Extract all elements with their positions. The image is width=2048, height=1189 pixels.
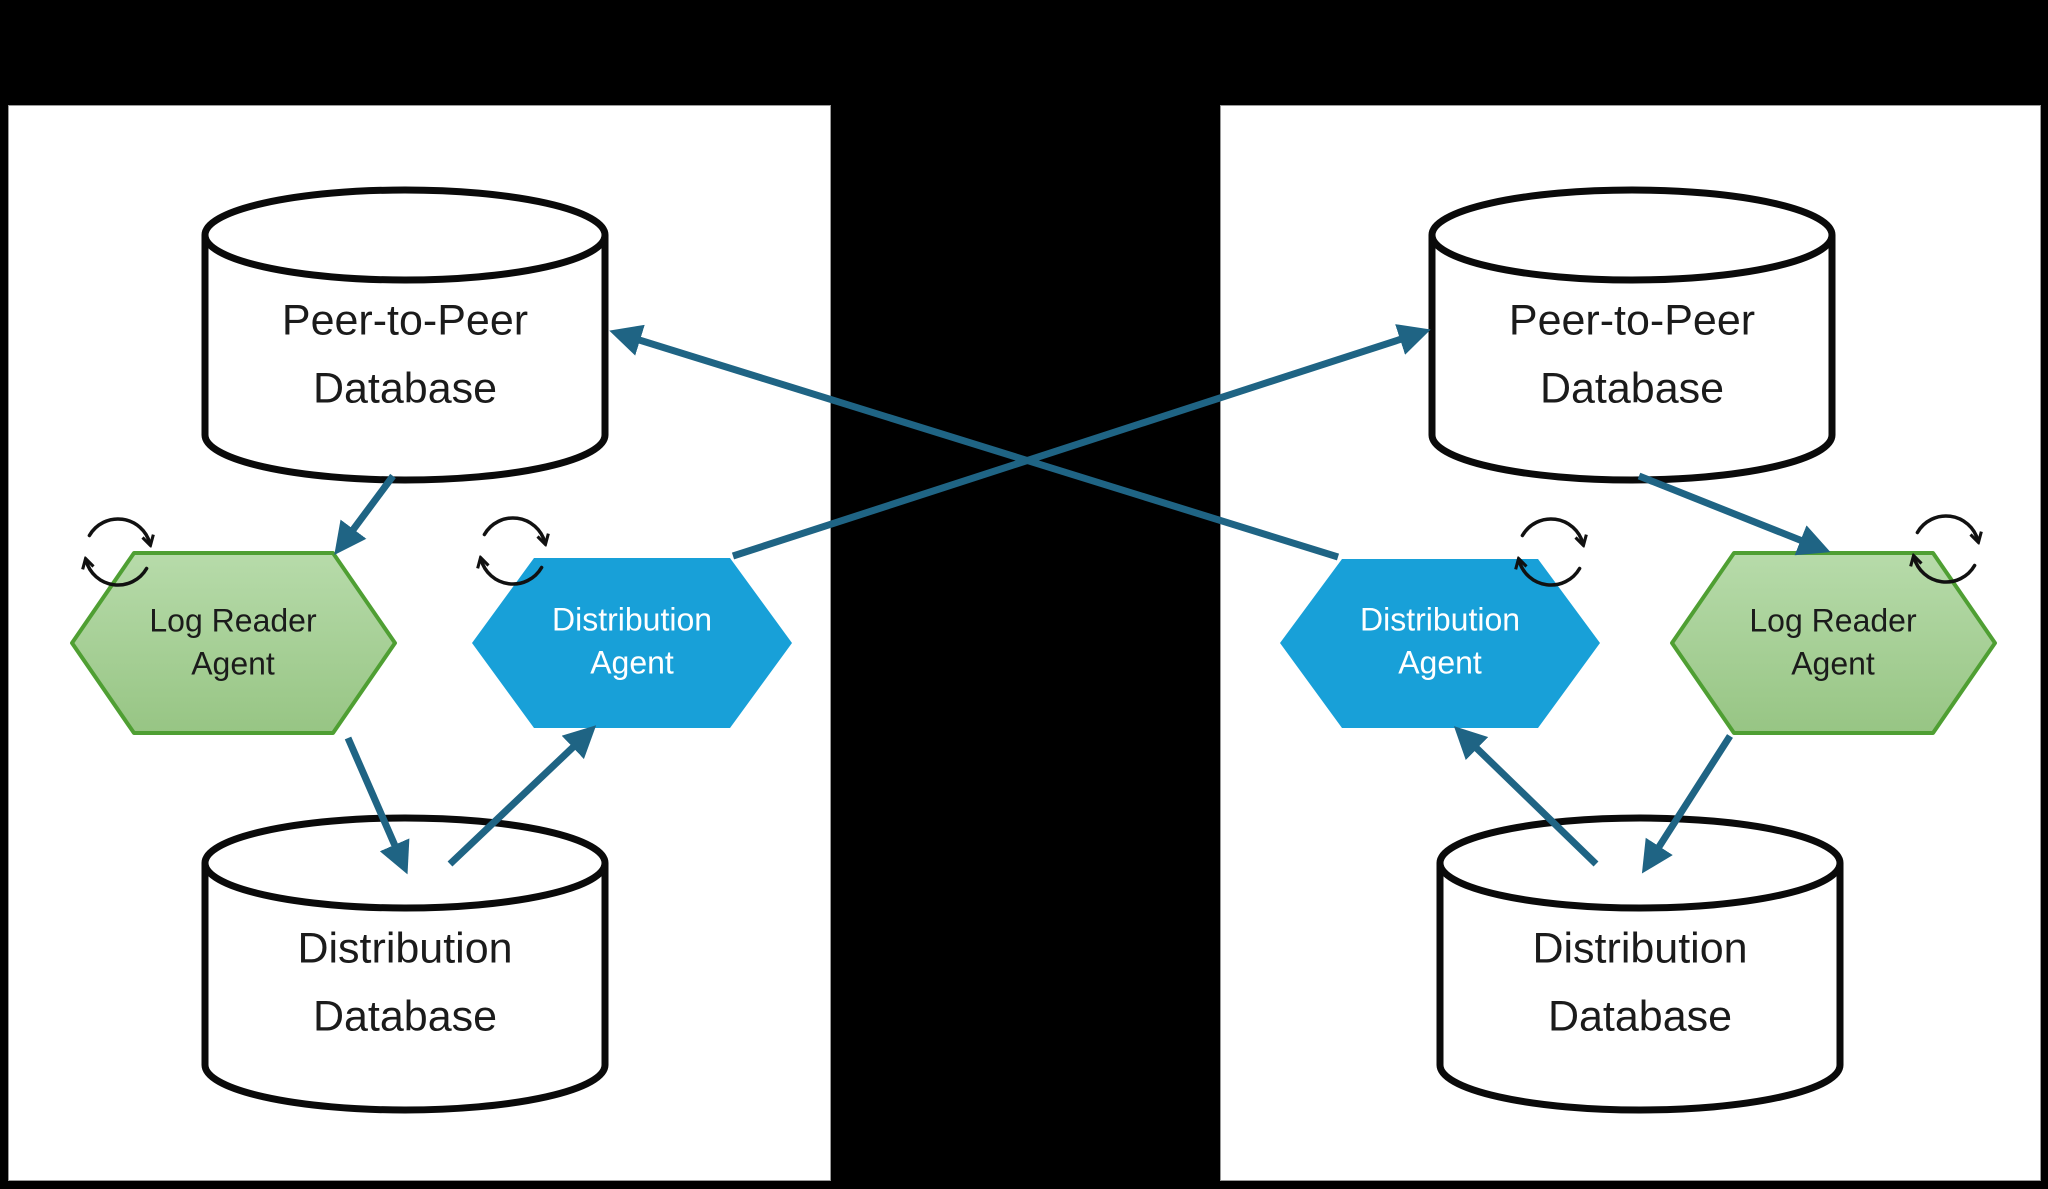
distribution-agent-hexagon [472, 558, 792, 728]
arrow-distagent-right-to-p2pdb-left [609, 324, 1340, 561]
database-cylinder-body [1436, 863, 1844, 1114]
database-cylinder-body [201, 235, 609, 484]
distribution-agent-label-line2: Agent [590, 644, 674, 680]
database-cylinder-top [201, 186, 609, 284]
arrow-p2pdb-to-logreader-right [1637, 472, 1831, 556]
distribution-db-cylinder-right: Distribution Database [1436, 814, 1844, 1114]
distribution-agent-right: Distribution Agent [1280, 559, 1600, 728]
distribution-db-label-line1: Distribution [297, 924, 512, 972]
distribution-agent-hexagon [1280, 559, 1600, 728]
distribution-db-label-line1: Distribution [1532, 924, 1747, 972]
log-reader-label-line2: Agent [1791, 645, 1875, 681]
log-reader-label-line1: Log Reader [1749, 602, 1917, 638]
arrow-distdb-to-distagent-left [447, 725, 597, 867]
peer-db-label-line1: Peer-to-Peer [282, 296, 528, 344]
peer-db-cylinder-right: Peer-to-Peer Database [1428, 186, 1836, 484]
distribution-agent-left: Distribution Agent [472, 558, 792, 728]
database-cylinder-body [1428, 235, 1836, 484]
distribution-db-label-line2: Database [313, 992, 497, 1040]
log-reader-label-line2: Agent [191, 645, 275, 681]
log-reader-hexagon [70, 551, 397, 735]
left-node: Peer-to-Peer Database Log Reader Agent D… [8, 105, 831, 1181]
distribution-agent-label-line2: Agent [1398, 644, 1482, 680]
peer-db-cylinder-left: Peer-to-Peer Database [201, 186, 609, 484]
database-cylinder-body [201, 863, 609, 1114]
peer-db-label-line1: Peer-to-Peer [1509, 296, 1755, 344]
peer-db-label-line2: Database [313, 364, 497, 412]
log-reader-agent-right: Log Reader Agent [1670, 551, 1997, 735]
flow-arrows [334, 324, 1831, 875]
distribution-agent-label-line1: Distribution [1360, 601, 1520, 637]
arrow-p2pdb-to-logreader-left [334, 473, 396, 556]
arrow-distdb-to-distagent-right [1453, 726, 1599, 867]
arrow-distagent-left-to-p2pdb-right [731, 324, 1431, 560]
log-reader-label-line1: Log Reader [149, 602, 317, 638]
distribution-db-label-line2: Database [1548, 992, 1732, 1040]
distribution-agent-label-line1: Distribution [552, 601, 712, 637]
right-node: Peer-to-Peer Database Distribution Agent… [1220, 105, 2041, 1181]
peer-db-label-line2: Database [1540, 364, 1724, 412]
log-reader-hexagon [1670, 551, 1997, 735]
distribution-db-cylinder-left: Distribution Database [201, 814, 609, 1114]
log-reader-agent-left: Log Reader Agent [70, 551, 397, 735]
database-cylinder-top [1436, 814, 1844, 912]
database-cylinder-top [1428, 186, 1836, 284]
arrow-logreader-to-distdb-right [1641, 734, 1733, 874]
arrow-logreader-to-distdb-left [344, 736, 410, 875]
